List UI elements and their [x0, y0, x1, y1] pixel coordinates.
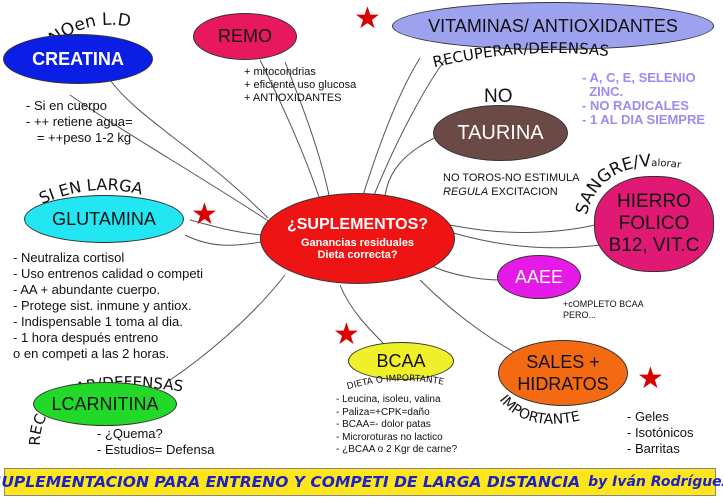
hierro-line-3: B12, VIT.C — [608, 235, 700, 256]
sales-line-1: SALES + — [526, 352, 600, 372]
svg-text:RECUPERAR/DEFENSAS: RECUPERAR/DEFENSAS — [431, 42, 610, 71]
link-glutamina — [189, 219, 263, 236]
hierro-arc-small: alorar — [651, 158, 683, 171]
taurina-note-2: REGULA EXCITACION — [443, 185, 580, 199]
taurina-no-tag: NO — [484, 86, 513, 107]
link-glutamina-2 — [184, 234, 263, 246]
sales-node[interactable]: SALES + HIDRATOS — [498, 340, 628, 406]
central-node[interactable]: ¿SUPLEMENTOS? Ganancias residuales Dieta… — [260, 193, 455, 284]
bcaa-star-icon: ★ — [333, 318, 360, 351]
taurina-note-1: NO TOROS-NO ESTIMULA — [443, 172, 580, 184]
aaee-label: AAEE — [514, 266, 564, 287]
glutamina-label: GLUTAMINA — [52, 208, 156, 229]
remo-label: REMO — [218, 26, 272, 46]
sales-line-2: HIDRATOS — [517, 374, 609, 394]
vitaminas-arc-text: RECUPERAR/DEFENSAS — [431, 42, 610, 71]
vitaminas-label: VITAMINAS/ ANTIOXIDANTES — [428, 15, 678, 36]
taurina-node[interactable]: TAURINA — [433, 105, 568, 161]
lcarnitina-label: LCARNITINA — [51, 393, 159, 414]
footer-author: by Iván Rodríguez — [588, 474, 723, 490]
creatina-notes: - Si en cuerpo - ++ retiene agua= = ++pe… — [26, 98, 133, 145]
lcarnitina-node[interactable]: LCARNITINA — [33, 382, 177, 426]
glutamina-node[interactable]: GLUTAMINA — [24, 195, 184, 243]
taurina-note-2-rest: EXCITACION — [488, 186, 558, 198]
link-sales — [419, 279, 521, 356]
sales-notes: - Geles - Isotónicos - Barritas — [627, 409, 694, 456]
link-remo-2 — [284, 61, 331, 201]
hierro-line-1: HIERRO — [617, 191, 691, 212]
hierro-line-2: FOLICO — [618, 213, 690, 234]
taurina-note-2-em: REGULA — [443, 186, 489, 198]
creatina-node[interactable]: CREATINA — [3, 34, 153, 84]
footer-banner: SUPLEMENTACION PARA ENTRENO Y COMPETI DE… — [0, 468, 723, 496]
bcaa-arc-text: DIETA O IMPORTANTE — [346, 374, 445, 392]
link-aaee — [429, 264, 501, 281]
link-vitaminas — [369, 59, 446, 206]
bcaa-notes: - Leucina, isoleu, valina - Paliza=+CPK=… — [336, 394, 458, 455]
link-creatina-2 — [69, 94, 271, 223]
svg-text:DIETA O IMPORTANTE: DIETA O IMPORTANTE — [346, 374, 445, 392]
bcaa-label: BCAA — [376, 350, 426, 371]
central-line-1: Ganancias residuales — [300, 237, 415, 249]
sales-star-icon: ★ — [637, 362, 664, 395]
glutamina-star-icon: ★ — [191, 198, 218, 231]
hierro-node[interactable]: HIERRO FOLICO B12, VIT.C — [594, 176, 714, 272]
link-lcarnitina — [169, 274, 286, 381]
svg-text:IMPORTANTE: IMPORTANTE — [496, 392, 581, 428]
creatina-label: CREATINA — [32, 48, 124, 69]
central-line-2: Dieta correcta? — [317, 249, 398, 261]
vitaminas-notes: - A, C, E, SELENIO ZINC. - NO RADICALES … — [582, 70, 706, 127]
vitaminas-node[interactable]: VITAMINAS/ ANTIOXIDANTES — [392, 2, 714, 50]
aaee-node[interactable]: AAEE — [497, 255, 581, 299]
link-hierro — [449, 224, 596, 233]
link-hierro-2 — [449, 231, 601, 249]
sales-arc-label: IMPORTANTE — [496, 392, 581, 428]
sales-arc-text: IMPORTANTE — [496, 392, 581, 428]
central-title: ¿SUPLEMENTOS? — [286, 216, 429, 233]
remo-notes: + mitocondrias + eficiente uso glucosa +… — [244, 66, 357, 104]
bcaa-arc-label: DIETA O IMPORTANTE — [346, 374, 445, 392]
taurina-notes: NO TOROS-NO ESTIMULA REGULA EXCITACION — [443, 171, 580, 199]
vitaminas-arc-label: RECUPERAR/DEFENSAS — [431, 42, 610, 71]
bcaa-node[interactable]: BCAA — [348, 342, 454, 380]
link-bcaa — [339, 284, 386, 346]
footer-title: SUPLEMENTACION PARA ENTRENO Y COMPETI DE… — [0, 473, 581, 491]
aaee-notes: +cOMPLETO BCAA PERO... — [563, 299, 644, 320]
taurina-label: TAURINA — [457, 121, 544, 144]
vitaminas-star-icon: ★ — [354, 2, 381, 35]
remo-node[interactable]: REMO — [193, 13, 297, 60]
lcarnitina-notes: - ¿Quema? - Estudios= Defensa — [97, 426, 215, 457]
link-vitaminas-2 — [359, 57, 421, 206]
link-remo — [259, 59, 321, 201]
link-creatina — [109, 79, 269, 219]
glutamina-notes: - Neutraliza cortisol - Uso entrenos cal… — [13, 250, 204, 361]
